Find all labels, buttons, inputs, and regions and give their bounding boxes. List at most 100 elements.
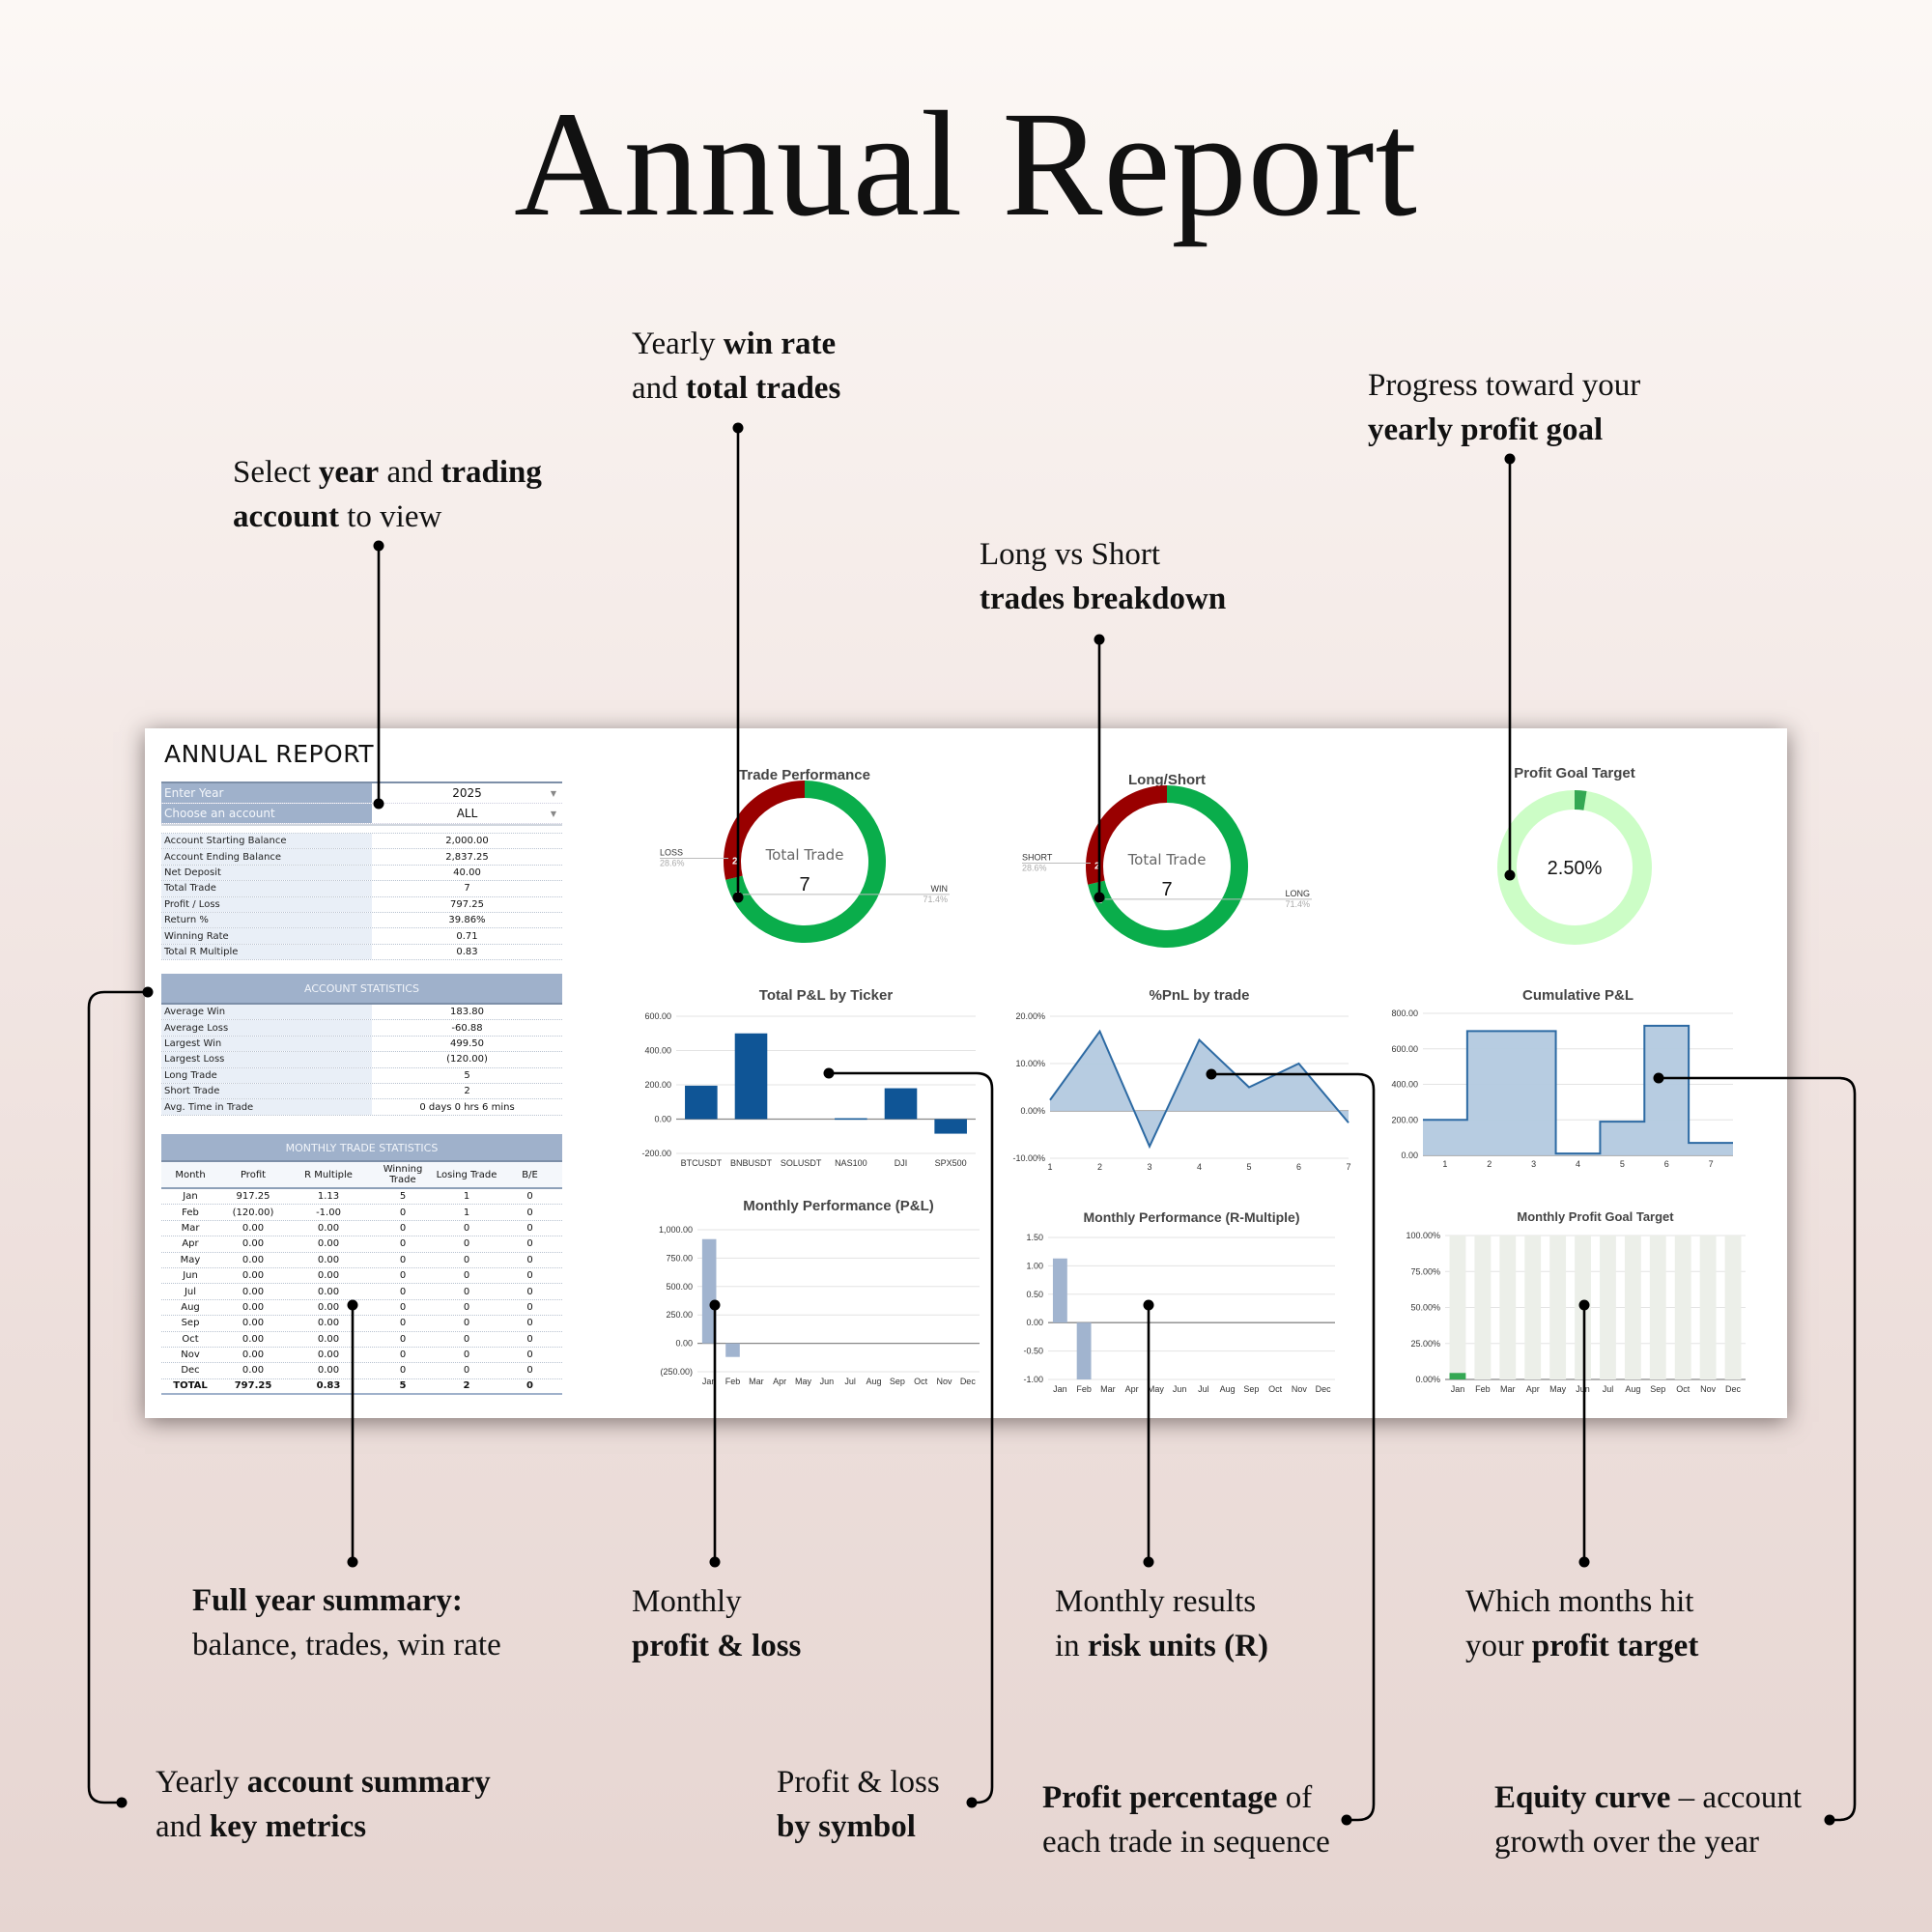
y-tick-label: 200.00: [644, 1080, 671, 1090]
y-tick-label: (250.00): [660, 1367, 693, 1377]
selector-label: Choose an account: [161, 804, 372, 823]
callout-text: your: [1465, 1629, 1532, 1663]
center-label: Total Trade: [1127, 851, 1207, 868]
y-tick-label: 1.50: [1026, 1233, 1043, 1242]
stat-label: Profit / Loss: [161, 896, 372, 912]
y-tick-label: -0.50: [1023, 1347, 1043, 1356]
table-cell: 0: [526, 1222, 533, 1234]
selector-dropdown[interactable]: ALL▼: [372, 807, 562, 820]
table-cell: 0: [399, 1270, 407, 1282]
x-tick-label: Jan: [1053, 1384, 1067, 1394]
stat-label: Return %: [161, 912, 372, 928]
bar: [701, 1238, 717, 1344]
table-cell: 0.00: [317, 1365, 340, 1377]
target-bar: [1499, 1236, 1517, 1379]
callout-text: Profit & loss: [777, 1765, 940, 1800]
stat-row: Return %39.86%: [161, 912, 562, 929]
callout-text: yearly profit goal: [1368, 412, 1604, 447]
x-tick-label: Apr: [773, 1377, 786, 1386]
stat-label: Net Deposit: [161, 865, 372, 881]
chevron-down-icon[interactable]: ▼: [550, 789, 556, 798]
table-cell: Apr: [182, 1238, 199, 1250]
stat-label: Largest Loss: [161, 1052, 372, 1067]
chevron-down-icon[interactable]: ▼: [550, 810, 556, 818]
center-value: 7: [799, 874, 810, 895]
legend-pct: 28.6%: [660, 859, 685, 868]
goal-progress: [1575, 790, 1587, 810]
x-tick-label: Jun: [1173, 1384, 1187, 1394]
callout-line: your profit target: [1465, 1624, 1698, 1668]
goal-value: 2.50%: [1548, 858, 1603, 879]
y-tick-label: 800.00: [1391, 1009, 1418, 1018]
callout-text: Yearly: [632, 327, 724, 361]
chart-title: Cumulative P&L: [1522, 987, 1634, 1004]
x-tick-label: Jun: [820, 1377, 835, 1386]
x-tick-label: Apr: [1125, 1384, 1139, 1394]
table-cell: 0.00: [242, 1222, 265, 1234]
stat-value: 2,837.25: [445, 851, 489, 863]
legend-label: LOSS: [660, 848, 683, 858]
chart-title: Long/Short: [1128, 772, 1206, 788]
table-cell: Feb: [182, 1207, 199, 1218]
legend-label: LONG: [1285, 889, 1310, 898]
cumulative-pnl-chart: Cumulative P&L800.00600.00400.00200.000.…: [1391, 987, 1733, 1169]
column-header: R Multiple: [304, 1169, 353, 1180]
table-cell: 0: [526, 1286, 533, 1297]
callout-text: of: [1277, 1780, 1313, 1815]
table-cell: 797.25: [234, 1380, 272, 1392]
table-cell: 0: [463, 1333, 470, 1345]
callout-line: Monthly: [632, 1579, 801, 1624]
callout-text: Progress toward your: [1368, 368, 1641, 403]
stat-value: 0 days 0 hrs 6 mins: [419, 1101, 515, 1113]
table-cell: 0: [399, 1350, 407, 1361]
callout-line: Yearly account summary: [156, 1760, 491, 1804]
selector-dropdown[interactable]: 2025▼: [372, 786, 562, 800]
x-tick-label: 3: [1531, 1159, 1536, 1169]
callout-profit-target: Which months hit your profit target: [1465, 1579, 1698, 1668]
x-tick-label: Jan: [1451, 1384, 1465, 1394]
table-cell: 0: [526, 1365, 533, 1377]
table-cell: 0.00: [317, 1286, 340, 1297]
y-tick-label: 0.00: [1026, 1318, 1043, 1327]
callout-text: year: [318, 455, 380, 490]
callout-line: and total trades: [632, 366, 840, 411]
x-tick-label: Jul: [1198, 1384, 1209, 1394]
table-cell: 5: [399, 1380, 407, 1392]
table-cell: Oct: [182, 1333, 199, 1345]
y-tick-label: 400.00: [644, 1046, 671, 1056]
x-tick-label: Mar: [749, 1377, 764, 1386]
table-cell: 0.00: [317, 1301, 340, 1313]
callout-text: balance, trades, win rate: [192, 1628, 501, 1662]
x-tick-label: Mar: [1100, 1384, 1116, 1394]
table-cell: 0: [399, 1222, 407, 1234]
stat-value: 2: [464, 1086, 470, 1097]
table-cell: May: [180, 1254, 201, 1265]
x-tick-label: Nov: [1700, 1384, 1717, 1394]
monthly-statistics-header: MONTHLY TRADE STATISTICS: [161, 1134, 562, 1162]
slice-value: 2: [732, 857, 738, 867]
callout-text: account summary: [246, 1765, 491, 1800]
x-tick-label: Aug: [1220, 1384, 1236, 1394]
stat-label: Short Trade: [161, 1083, 372, 1099]
x-tick-label: May: [1549, 1384, 1567, 1394]
stat-row: Largest Loss(120.00): [161, 1052, 562, 1068]
y-tick-label: 0.00%: [1020, 1106, 1045, 1116]
column-header: Losing Trade: [436, 1169, 497, 1180]
table-cell: Dec: [181, 1365, 200, 1377]
x-tick-label: Oct: [1268, 1384, 1283, 1394]
callout-text: Which months hit: [1465, 1584, 1694, 1619]
